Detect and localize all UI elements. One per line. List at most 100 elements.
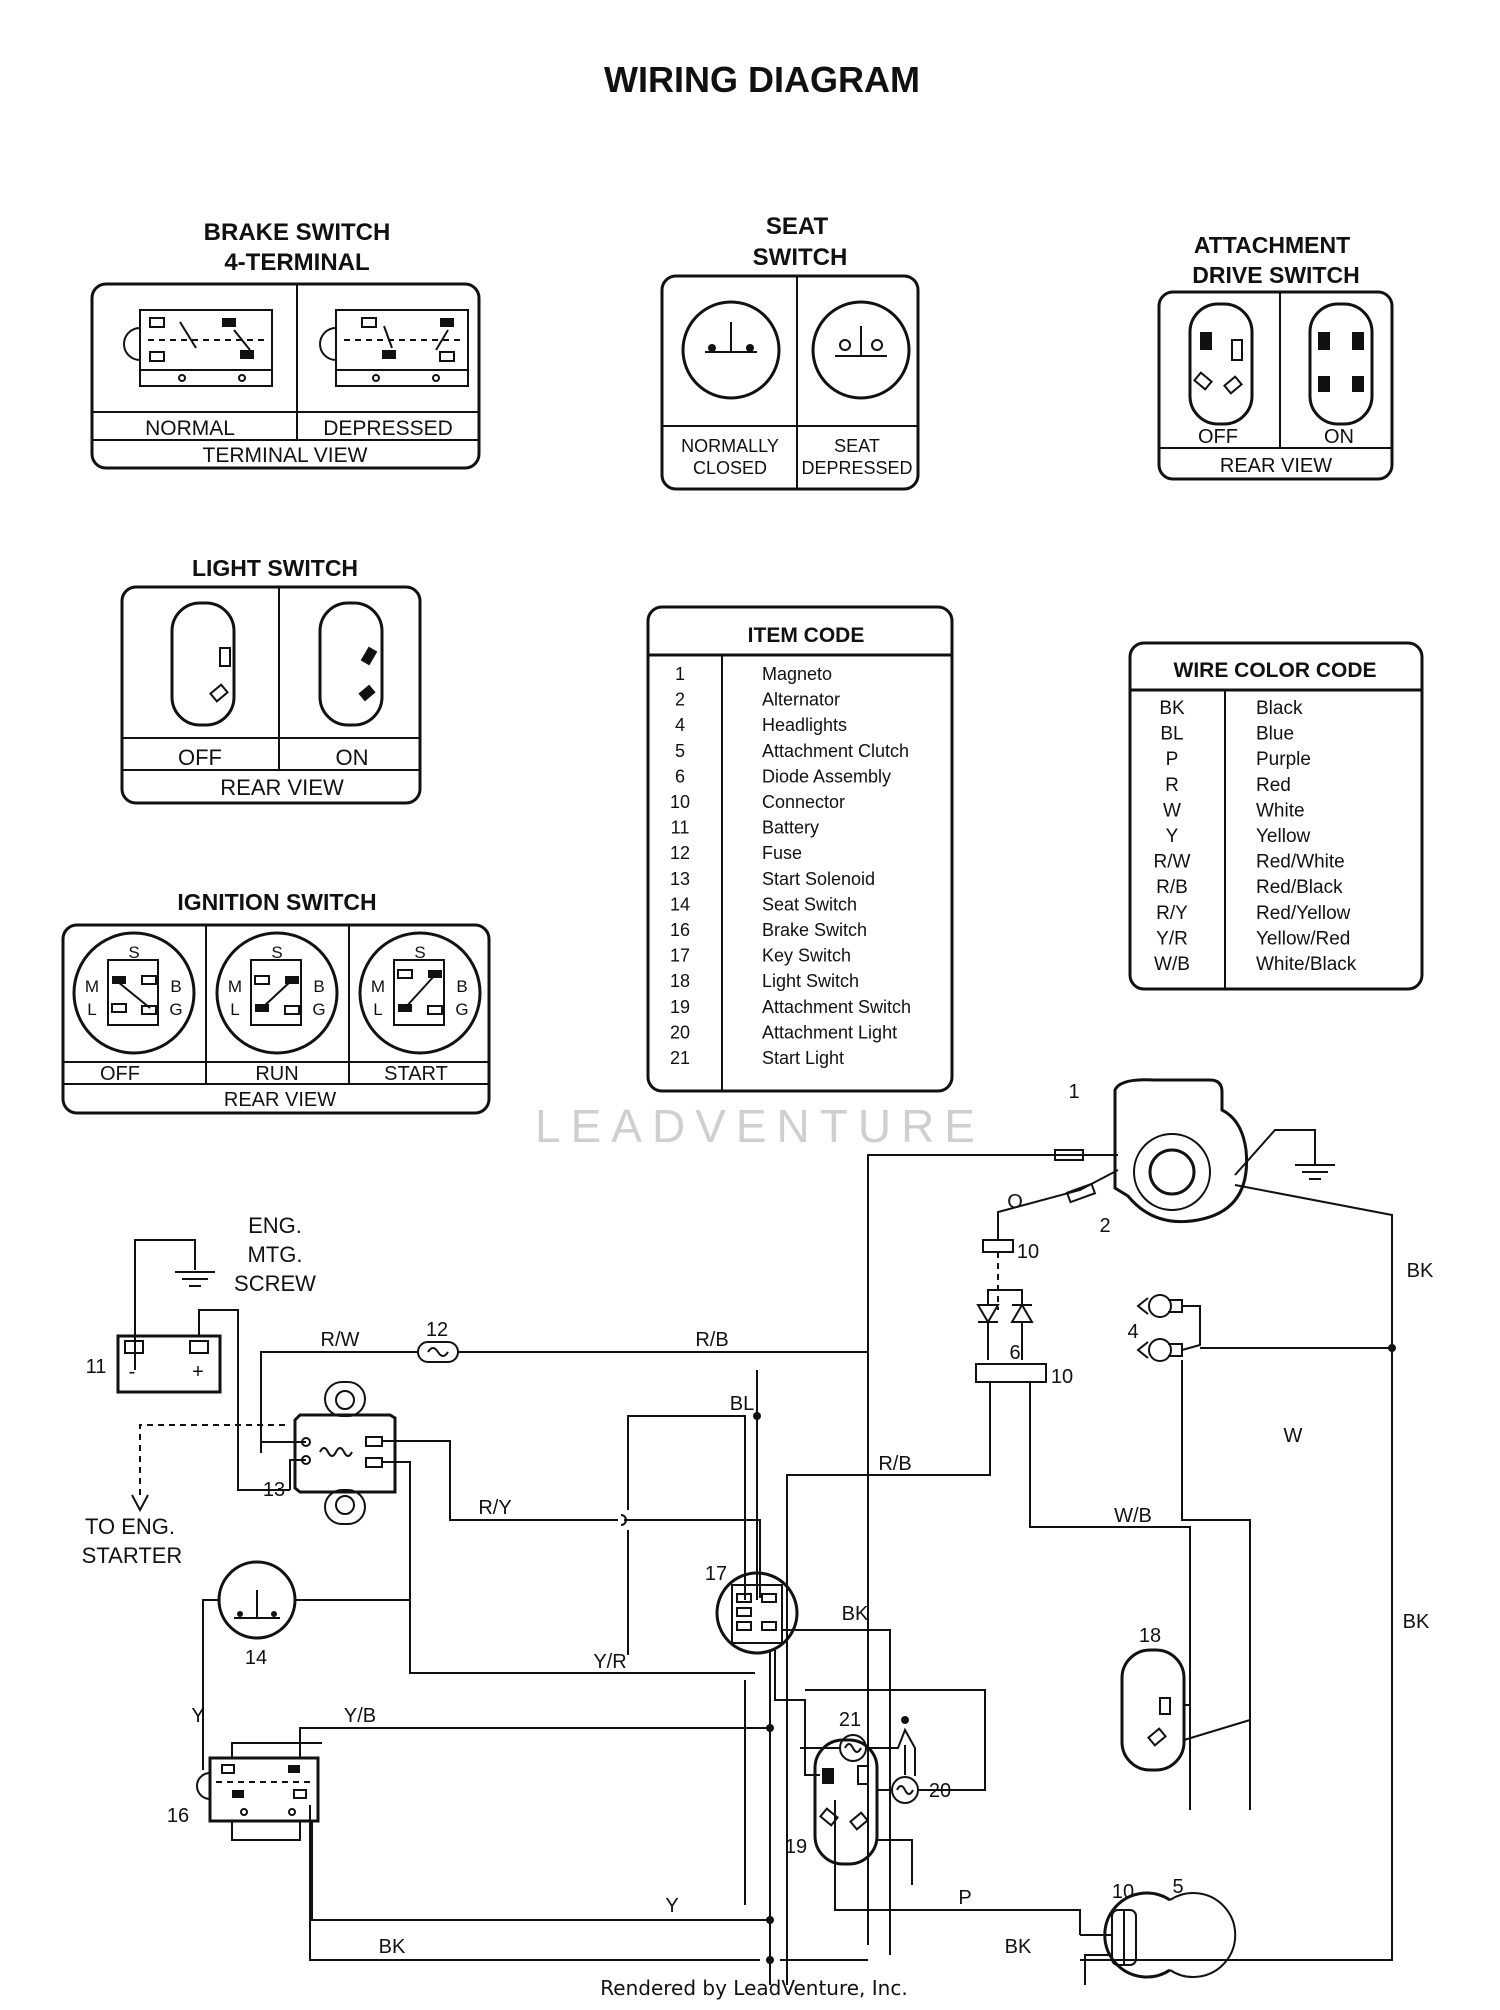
light-switch-on-icon xyxy=(318,601,384,727)
wire-label-rw: R/W xyxy=(321,1329,360,1351)
item-code-number: 17 xyxy=(670,946,690,966)
diode-assembly-icon xyxy=(976,1289,1034,1360)
seat-switch-closed-icon xyxy=(681,300,781,400)
ignition-off-terminal-g: G xyxy=(169,1000,182,1019)
wire-color-abbrev: R/W xyxy=(1154,852,1191,873)
ignition-run-icon: S M B L G xyxy=(215,931,339,1055)
wire-label-rb-top: R/B xyxy=(695,1329,728,1351)
wire-color-abbrev: BL xyxy=(1160,724,1183,745)
wire-label-bk-right-top: BK xyxy=(1407,1260,1434,1282)
brake-switch-subtitle: 4-TERMINAL xyxy=(224,249,369,276)
item-code-number: 21 xyxy=(670,1048,690,1068)
ignition-view-label: REAR VIEW xyxy=(224,1089,336,1111)
seat-switch-state2-line1: SEAT xyxy=(834,436,880,456)
wire-label-bk-bottom-mid: BK xyxy=(1005,1936,1032,1958)
wire-label-yb: Y/B xyxy=(344,1705,376,1727)
item-code-number: 2 xyxy=(675,690,685,710)
start-solenoid-icon xyxy=(293,1381,397,1525)
item-label-17: 17 xyxy=(705,1563,727,1585)
wire-label-o: O xyxy=(1007,1191,1023,1213)
item-code-name: Light Switch xyxy=(762,971,859,991)
item-code-number: 19 xyxy=(670,997,690,1017)
wire-label-ry: R/Y xyxy=(478,1497,511,1519)
attachment-switch-off-icon xyxy=(1188,302,1254,426)
item-code-name: Magneto xyxy=(762,664,832,684)
wire-color-name: Yellow xyxy=(1256,826,1311,847)
wire-label-bk-17: BK xyxy=(842,1603,869,1625)
item-label-18: 18 xyxy=(1139,1625,1161,1647)
ignition-start-terminal-l: L xyxy=(373,1000,382,1019)
item-code-name: Start Light xyxy=(762,1048,844,1068)
item-code-name: Fuse xyxy=(762,843,802,863)
item-label-20: 20 xyxy=(929,1780,951,1802)
attachment-switch-19-icon xyxy=(813,1738,879,1866)
ignition-start-terminal-s: S xyxy=(414,943,425,962)
item-code-name: Headlights xyxy=(762,715,847,735)
wire-label-y-left: Y xyxy=(191,1705,204,1727)
battery-icon: - + xyxy=(116,1334,222,1394)
wire-color-name: Red/Yellow xyxy=(1256,903,1351,924)
wire-color-name: Yellow/Red xyxy=(1256,928,1350,949)
wire-color-abbrev: Y/R xyxy=(1156,928,1188,949)
item-label-1: 1 xyxy=(1068,1081,1079,1103)
item-code-name: Diode Assembly xyxy=(762,766,891,786)
wire-color-name: Red/Black xyxy=(1256,877,1343,898)
item-label-16: 16 xyxy=(167,1805,189,1827)
attachment-switch-panel: ATTACHMENT DRIVE SWITCH OFF ON REAR VIEW xyxy=(1157,232,1394,481)
wire-label-w: W xyxy=(1284,1425,1303,1447)
ignition-run-terminal-m: M xyxy=(228,977,242,996)
ignition-off-terminal-m: M xyxy=(85,977,99,996)
seat-switch-panel: SEAT SWITCH NORMALLY CLOSED SEAT DEPRESS… xyxy=(660,213,920,491)
item-code-number: 10 xyxy=(670,792,690,812)
battery-minus-label: - xyxy=(129,1361,136,1383)
battery-plus-label: + xyxy=(192,1361,204,1383)
wire-color-abbrev: P xyxy=(1166,749,1179,770)
wire-label-yr: Y/R xyxy=(593,1651,626,1673)
wire-color-abbrev: W xyxy=(1163,800,1181,821)
wire-color-abbrev: R xyxy=(1165,775,1179,796)
ignition-off-label: OFF xyxy=(100,1063,140,1085)
item-label-12: 12 xyxy=(426,1319,448,1341)
wire-color-name: Red/White xyxy=(1256,852,1345,873)
wire-label-y-bottom: Y xyxy=(665,1895,678,1917)
item-code-number: 5 xyxy=(675,741,685,761)
item-code-name: Alternator xyxy=(762,690,840,710)
wire-color-name: Black xyxy=(1256,698,1303,719)
item-code-number: 18 xyxy=(670,971,690,991)
ignition-run-terminal-b: B xyxy=(313,977,324,996)
item-label-10c: 10 xyxy=(1112,1881,1134,1903)
item-label-14: 14 xyxy=(245,1647,267,1669)
item-label-19: 19 xyxy=(785,1836,807,1858)
to-starter-label-2: STARTER xyxy=(82,1543,183,1568)
item-code-number: 11 xyxy=(671,818,690,838)
item-code-title: ITEM CODE xyxy=(748,624,865,647)
page-title: WIRING DIAGRAM xyxy=(604,59,920,100)
alternator-connector xyxy=(1065,1182,1097,1204)
item-code-name: Attachment Clutch xyxy=(762,741,909,761)
seat-switch-state2-line2: DEPRESSED xyxy=(801,458,912,478)
item-code-number: 1 xyxy=(675,664,685,684)
brake-switch-normal-label: NORMAL xyxy=(145,417,235,440)
watermark: LEADVENTURE xyxy=(535,1100,985,1152)
wire-color-abbrev: BK xyxy=(1159,698,1185,719)
item-label-6: 6 xyxy=(1009,1342,1020,1364)
item-code-name: Seat Switch xyxy=(762,894,857,914)
schematic: - + xyxy=(82,1078,1434,1985)
item-code-name: Start Solenoid xyxy=(762,869,875,889)
ignition-run-terminal-l: L xyxy=(230,1000,239,1019)
attachment-switch-subtitle: DRIVE SWITCH xyxy=(1192,262,1359,288)
item-label-4: 4 xyxy=(1127,1321,1138,1343)
attachment-switch-on-icon xyxy=(1308,302,1374,426)
ignition-off-icon: S M B L G xyxy=(72,931,196,1055)
brake-switch-16-icon xyxy=(196,1756,320,1823)
item-label-21: 21 xyxy=(839,1709,861,1731)
wire-label-bk-bottom-left: BK xyxy=(379,1936,406,1958)
wire-color-name: White/Black xyxy=(1256,954,1357,975)
wire-label-bl: BL xyxy=(730,1393,754,1415)
key-switch-icon xyxy=(715,1571,799,1655)
seat-switch-title: SEAT xyxy=(766,213,829,240)
wire-label-bk-right-mid: BK xyxy=(1403,1611,1430,1633)
ignition-run-terminal-g: G xyxy=(312,1000,325,1019)
